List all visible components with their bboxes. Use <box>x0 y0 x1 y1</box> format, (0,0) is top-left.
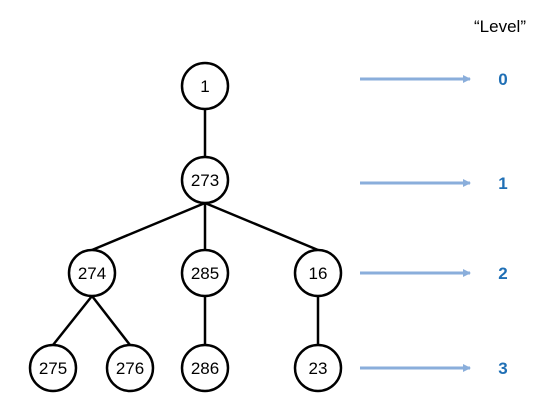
tree-node-1: 1 <box>180 61 230 111</box>
node-circle <box>180 61 230 111</box>
nodes: 1 273 274 285 16 275 276 286 23 <box>28 61 343 393</box>
node-circle <box>105 343 155 393</box>
node-label: 16 <box>309 264 328 283</box>
level-number-2: 2 <box>498 264 507 283</box>
edge-n274-n275 <box>52 295 93 346</box>
level-title: “Level” <box>474 17 526 36</box>
tree-node-286: 286 <box>180 343 230 393</box>
node-label: 1 <box>200 77 209 96</box>
level-number-3: 3 <box>498 359 507 378</box>
level-indicators: 0 1 2 3 <box>360 70 508 378</box>
tree-node-274: 274 <box>67 248 117 298</box>
node-circle <box>180 155 230 205</box>
tree-node-276: 276 <box>105 343 155 393</box>
tree-node-16: 16 <box>293 248 343 298</box>
level-number-0: 0 <box>498 70 507 89</box>
node-label: 273 <box>191 171 219 190</box>
node-circle <box>293 248 343 298</box>
edge-n274-n276 <box>91 295 131 346</box>
level-number-1: 1 <box>498 174 507 193</box>
node-label: 276 <box>116 359 144 378</box>
edge-n273-n274 <box>91 201 206 252</box>
tree-node-275: 275 <box>28 343 78 393</box>
node-circle <box>67 248 117 298</box>
node-circle <box>293 343 343 393</box>
edges <box>52 109 320 346</box>
node-label: 285 <box>191 264 219 283</box>
node-label: 275 <box>39 359 67 378</box>
node-label: 286 <box>191 359 219 378</box>
node-circle <box>180 248 230 298</box>
tree-node-23: 23 <box>293 343 343 393</box>
node-circle <box>180 343 230 393</box>
edge-n273-n16 <box>204 201 319 252</box>
node-label: 274 <box>78 264 106 283</box>
node-label: 23 <box>309 359 328 378</box>
tree-node-285: 285 <box>180 248 230 298</box>
node-circle <box>28 343 78 393</box>
tree-node-273: 273 <box>180 155 230 205</box>
